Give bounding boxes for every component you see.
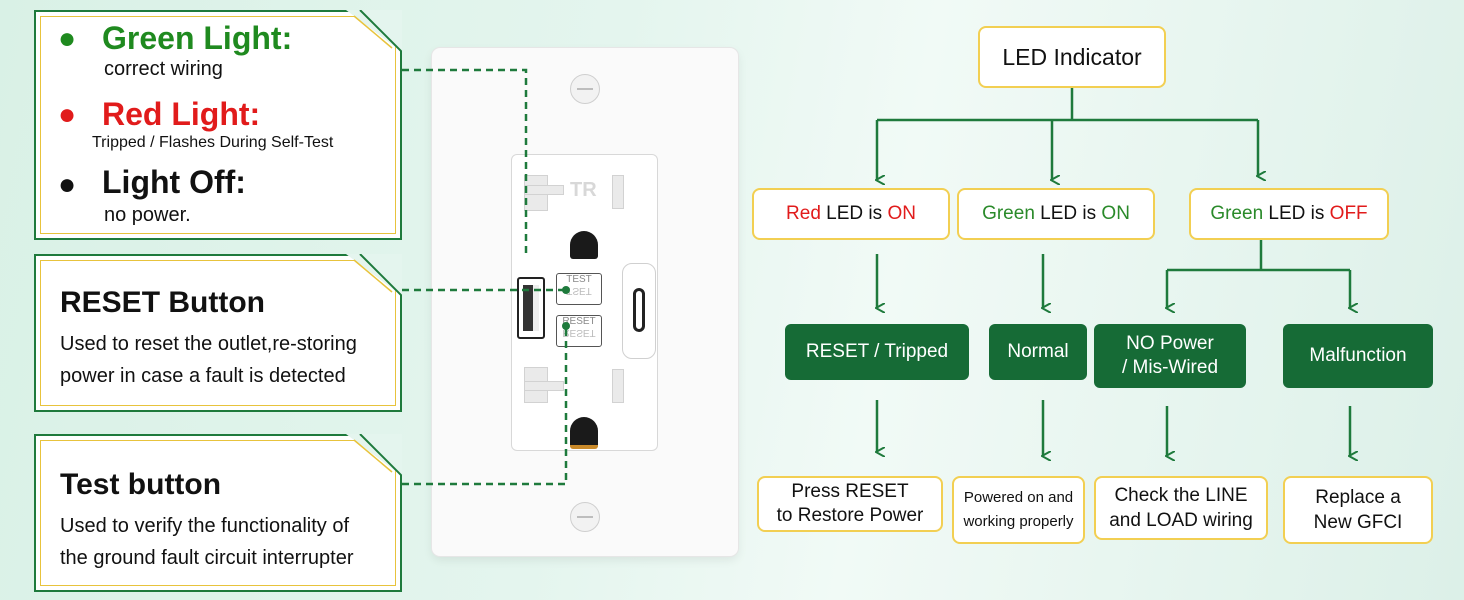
red-light-title: Red Light: xyxy=(102,96,261,132)
hot-slot-icon xyxy=(612,369,624,403)
no-power-label: NO Power xyxy=(1126,333,1214,354)
press-reset-node: Press RESET to Restore Power xyxy=(757,476,943,532)
on-word: ON xyxy=(887,203,916,224)
test-button-title: Test button xyxy=(60,468,222,501)
reset-button-desc-2: power in case a fault is detected xyxy=(60,365,346,387)
led-is-text: LED is xyxy=(1263,203,1330,224)
black-bullet-icon: ● xyxy=(58,168,77,201)
powered-line-1: Powered on and xyxy=(963,489,1074,506)
gfci-receptacle: TR TEST TSET RESET RESET xyxy=(511,154,658,451)
powered-line-2: working properly xyxy=(963,513,1074,530)
ground-hole-icon xyxy=(570,417,598,449)
neutral-slot-icon xyxy=(524,185,564,195)
green-led-off-node: Green LED is OFF xyxy=(1189,188,1389,240)
led-is-text: LED is xyxy=(820,203,888,224)
replace-line-2: New GFCI xyxy=(1313,512,1403,533)
red-bullet-icon: ● xyxy=(58,98,77,131)
press-reset-line-1: Press RESET xyxy=(791,481,909,502)
page-fold-icon xyxy=(346,254,402,296)
reset-button-desc-1: Used to reset the outlet,re-storing xyxy=(60,333,357,355)
red-word: Red xyxy=(786,203,821,224)
red-led-on-node: Red LED is ON xyxy=(752,188,950,240)
replace-line-1: Replace a xyxy=(1315,487,1401,508)
green-bullet-icon: ● xyxy=(58,22,77,55)
malfunction-label: Malfunction xyxy=(1309,345,1407,366)
reset-callout: RESET Button Used to reset the outlet,re… xyxy=(34,254,402,412)
powered-on-node: Powered on and working properly xyxy=(952,476,1085,544)
check-line-1: Check the LINE xyxy=(1114,485,1248,506)
green-word: Green xyxy=(982,203,1035,224)
light-off-desc: no power. xyxy=(104,204,191,226)
ground-hole-icon xyxy=(570,231,598,259)
green-light-desc: correct wiring xyxy=(104,58,223,80)
normal-node: Normal xyxy=(989,324,1087,380)
check-wiring-node: Check the LINE and LOAD wiring xyxy=(1094,476,1268,540)
reset-tripped-label: RESET / Tripped xyxy=(805,341,949,362)
replace-gfci-node: Replace a New GFCI xyxy=(1283,476,1433,544)
test-button-desc-1: Used to verify the functionality of xyxy=(60,515,350,537)
led-is-text: LED is xyxy=(1034,203,1102,224)
test-callout: Test button Used to verify the functiona… xyxy=(34,434,402,592)
usb-a-port-icon xyxy=(517,277,545,339)
led-callout: ● Green Light: correct wiring ● Red Ligh… xyxy=(34,10,402,240)
top-screw-icon xyxy=(570,74,600,104)
no-power-node: NO Power / Mis-Wired xyxy=(1094,324,1246,388)
reset-button-label: RESET xyxy=(562,316,596,327)
bottom-screw-icon xyxy=(570,502,600,532)
flow-connectors xyxy=(740,88,1464,600)
light-off-title: Light Off: xyxy=(102,164,246,200)
mis-wired-label: / Mis-Wired xyxy=(1121,357,1219,378)
tr-label: TR xyxy=(570,179,597,201)
green-light-title: Green Light: xyxy=(102,20,293,56)
test-button-label: TEST xyxy=(566,274,592,285)
red-light-desc: Tripped / Flashes During Self-Test xyxy=(92,134,334,151)
reset-button-title: RESET Button xyxy=(60,286,265,319)
reset-button[interactable]: RESET RESET xyxy=(556,315,602,347)
on-word: ON xyxy=(1101,203,1130,224)
off-word: OFF xyxy=(1329,203,1368,224)
leader-lines xyxy=(402,68,570,486)
check-line-2: and LOAD wiring xyxy=(1109,510,1253,531)
led-indicator-node: LED Indicator xyxy=(978,26,1166,88)
test-button-desc-2: the ground fault circuit interrupter xyxy=(60,547,354,569)
normal-label: Normal xyxy=(1007,341,1069,362)
page-fold-icon xyxy=(346,10,402,52)
led-indicator-label: LED Indicator xyxy=(1002,43,1142,70)
usb-c-port-icon xyxy=(622,263,656,359)
neutral-slot-icon xyxy=(524,381,564,391)
green-led-on-node: Green LED is ON xyxy=(957,188,1155,240)
malfunction-node: Malfunction xyxy=(1283,324,1433,388)
hot-slot-icon xyxy=(612,175,624,209)
page-fold-icon xyxy=(346,434,402,476)
reset-tripped-node: RESET / Tripped xyxy=(785,324,969,380)
press-reset-line-2: to Restore Power xyxy=(776,505,924,526)
green-word: Green xyxy=(1210,203,1264,224)
